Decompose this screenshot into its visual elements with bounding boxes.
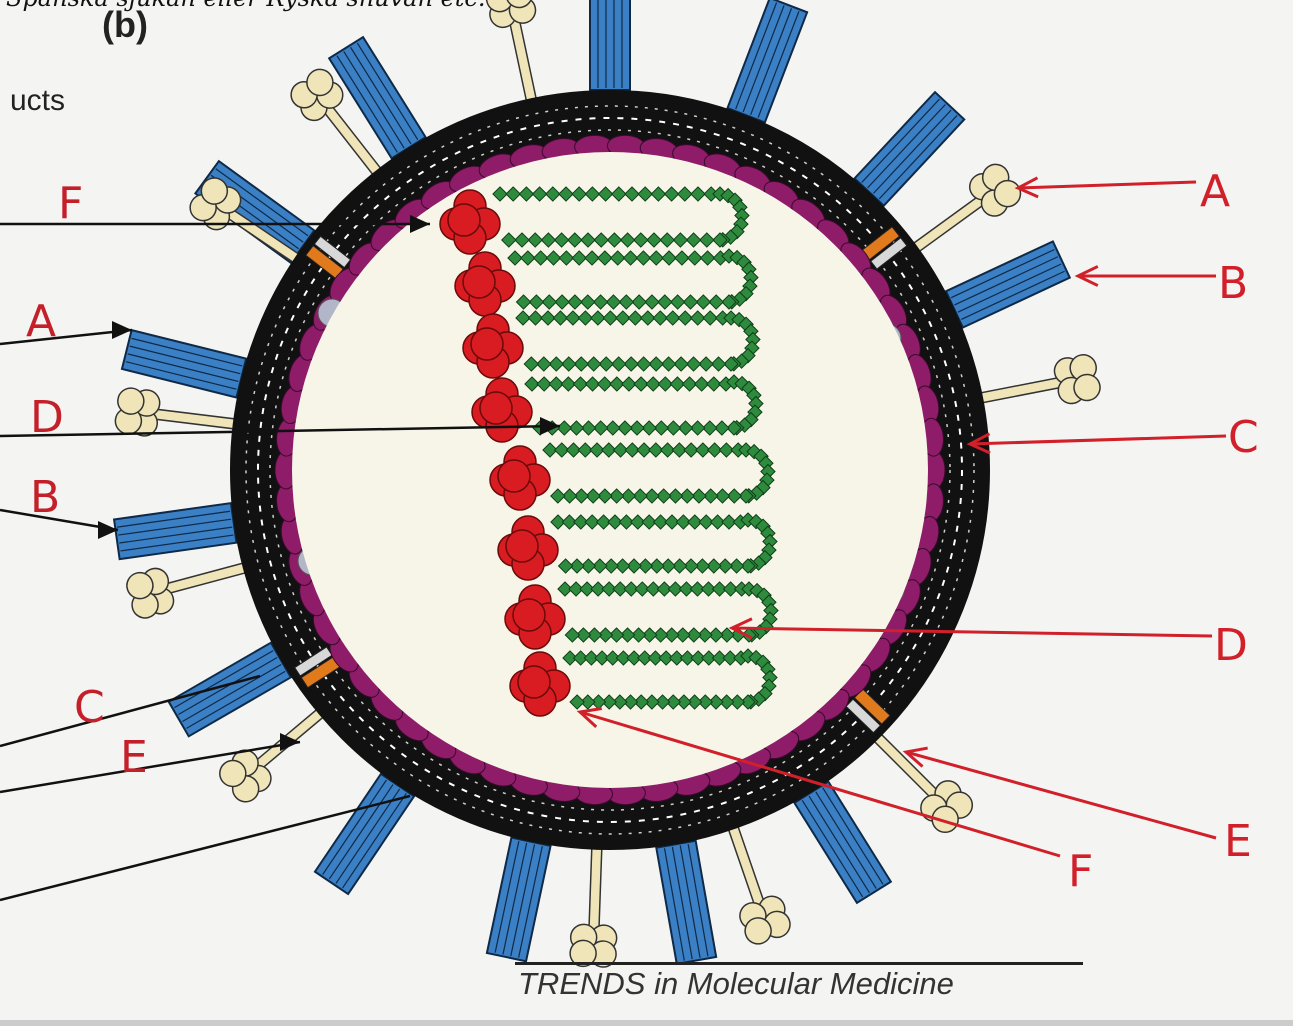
neuraminidase-spike [484, 0, 554, 108]
polymerase-subunit [448, 204, 480, 236]
hemagglutinin-spike [329, 37, 425, 158]
source-credit: TRENDS in Molecular Medicine [518, 966, 954, 1002]
ha-bar [656, 841, 716, 964]
polymerase-subunit [471, 328, 503, 360]
ha-bar [487, 838, 551, 962]
left-arrowhead [112, 321, 132, 339]
source-rule [515, 962, 1083, 965]
polymerase-subunit [518, 666, 550, 698]
ha-bar [590, 0, 630, 90]
neuraminidase-spike [974, 353, 1103, 421]
ha-bar [728, 0, 808, 122]
polymerase-subunit [513, 599, 545, 631]
left-label-e: E [120, 732, 148, 783]
right-label-e: E [1224, 816, 1252, 867]
ha-bar [946, 241, 1070, 327]
hemagglutinin-spike [122, 330, 246, 397]
right-label-d: D [1214, 620, 1248, 671]
right-pointer [970, 436, 1226, 444]
right-label-a: A [1200, 166, 1230, 217]
hemagglutinin-spike [656, 841, 716, 964]
neuraminidase-spike [114, 387, 241, 448]
neuraminidase-spike [710, 817, 793, 947]
right-pointer [1018, 182, 1196, 188]
hemagglutinin-spike [114, 503, 236, 559]
hemagglutinin-spike [855, 92, 965, 206]
polymerase-subunit [463, 266, 495, 298]
hemagglutinin-spike [315, 774, 414, 894]
right-label-f: F [1068, 846, 1093, 897]
ha-bar [315, 774, 414, 894]
polymerase-subunit [498, 460, 530, 492]
ha-bar [855, 92, 965, 206]
left-label-d: D [30, 392, 64, 443]
virion-interior [292, 152, 928, 788]
neuraminidase-spike [570, 844, 620, 968]
left-label-f: F [58, 178, 83, 229]
ha-bar [329, 37, 425, 158]
right-label-c: C [1228, 412, 1259, 463]
right-label-b: B [1218, 258, 1248, 309]
bottom-band [0, 1020, 1293, 1026]
hemagglutinin-spike [946, 241, 1070, 327]
hemagglutinin-spike [169, 643, 291, 737]
hemagglutinin-spike [728, 0, 808, 122]
ha-bar [114, 503, 236, 559]
left-label-a: A [26, 296, 56, 347]
ha-bar [169, 643, 291, 737]
polymerase-subunit [480, 392, 512, 424]
polymerase-subunit [506, 530, 538, 562]
left-label-c: C [74, 682, 105, 733]
hemagglutinin-spike [590, 0, 630, 90]
left-label-b: B [30, 472, 60, 523]
hemagglutinin-spike [487, 838, 551, 962]
interior-fill [292, 152, 928, 788]
